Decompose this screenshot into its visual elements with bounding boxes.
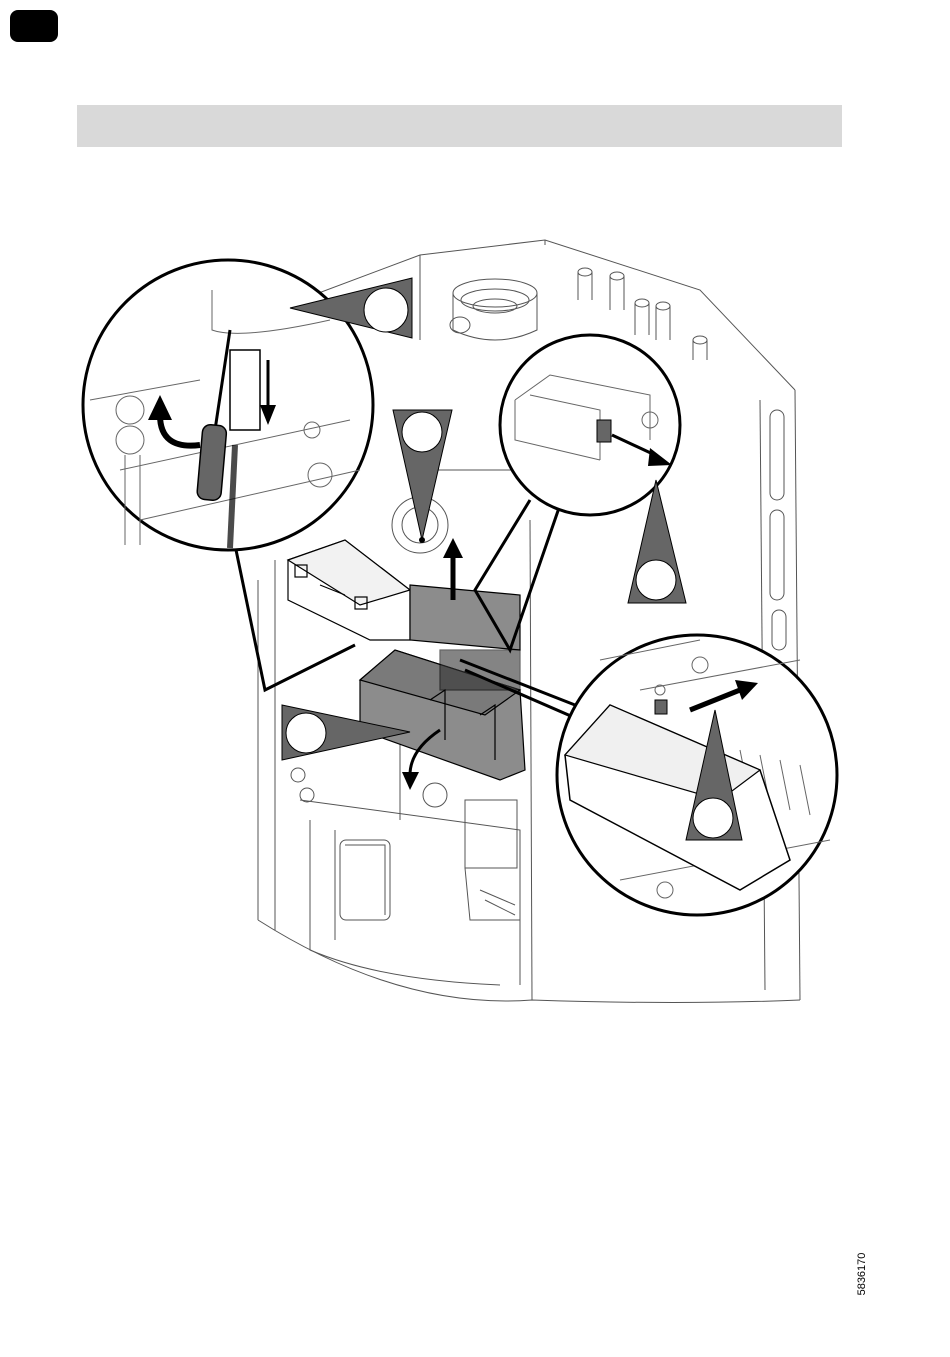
document-number: 5836170 xyxy=(856,1244,868,1304)
control-box xyxy=(288,540,410,640)
detail-circle-1 xyxy=(83,260,373,690)
control-module xyxy=(360,650,525,780)
